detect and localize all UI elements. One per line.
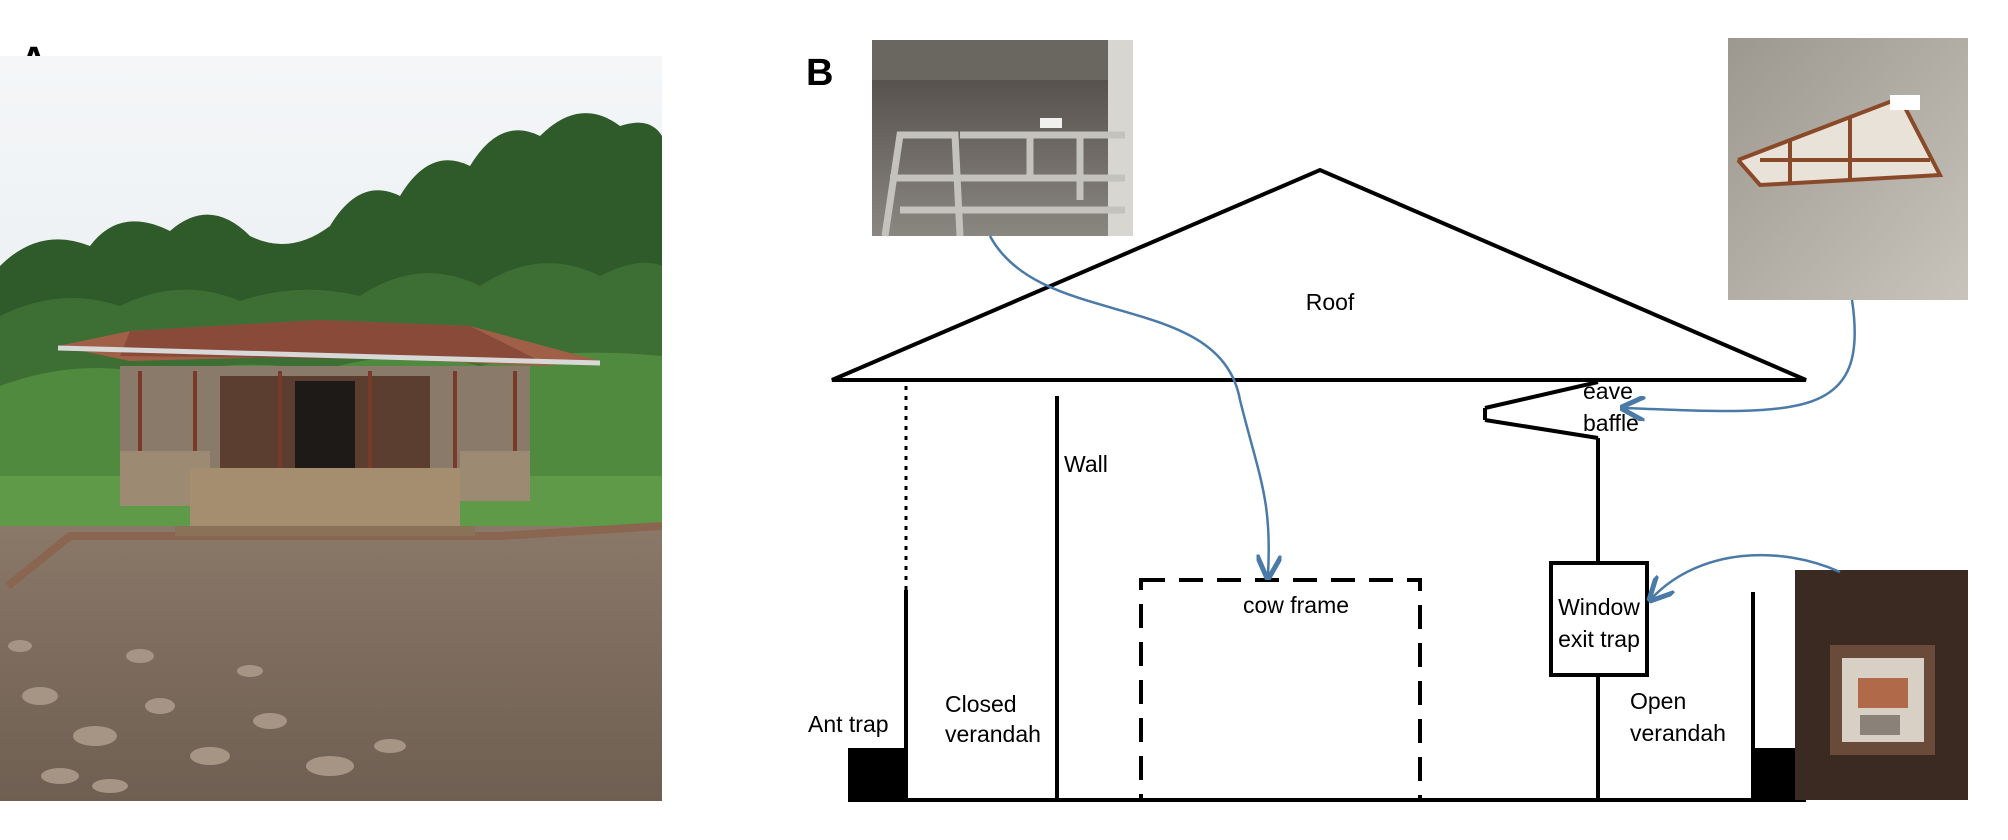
eave-label-1: eave <box>1583 378 1633 404</box>
closed-verandah-label-2: verandah <box>945 721 1041 747</box>
ant-trap-label: Ant trap <box>808 711 889 737</box>
hut <box>57 320 601 536</box>
eave-baffle-bottom <box>1484 418 1599 440</box>
hut-photo <box>0 56 662 801</box>
open-verandah-label-1: Open <box>1630 688 1686 714</box>
eave-baffle-top <box>1484 380 1599 410</box>
window-trap-photo <box>1795 570 1968 800</box>
window-label-2: exit trap <box>1558 626 1640 652</box>
arrow-to-eave-baffle <box>1625 299 1856 411</box>
wall-label: Wall <box>1064 451 1108 477</box>
panel-label-b: B <box>806 52 834 94</box>
ground <box>0 526 662 801</box>
roof-label: Roof <box>1306 289 1355 315</box>
open-verandah-label-2: verandah <box>1630 720 1726 746</box>
cow-frame-label: cow frame <box>1243 592 1349 618</box>
closed-verandah-label-1: Closed <box>945 691 1017 717</box>
arrow-to-cow-frame <box>988 235 1269 575</box>
window-exit-trap <box>1549 561 1649 677</box>
ant-trap-left <box>848 748 906 800</box>
eave-label-2: baffle <box>1583 410 1639 436</box>
window-label-1: Window <box>1558 594 1640 620</box>
arrow-to-window-trap <box>1652 553 1841 598</box>
roof-outline <box>831 167 1807 382</box>
cow-frame-photo <box>872 40 1133 237</box>
eave-baffle-photo <box>1728 38 1968 300</box>
cow-frame <box>1139 578 1422 802</box>
rubble <box>8 640 406 793</box>
